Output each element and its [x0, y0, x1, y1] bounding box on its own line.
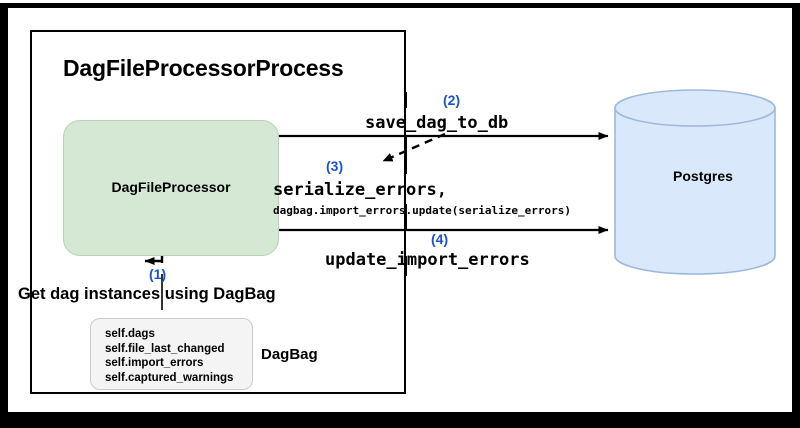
edge-1-step-number: (1)	[149, 266, 167, 282]
dag-file-processor-process-container	[30, 30, 406, 394]
node-dagbag[interactable]: self.dags self.file_last_changed self.im…	[90, 318, 253, 390]
edge-4-step-number: (4)	[431, 231, 449, 247]
edge-4-label: update_import_errors	[325, 250, 530, 270]
edge-2-step-number: (2)	[443, 92, 461, 108]
page-title: DagFileProcessorProcess	[63, 55, 344, 81]
edge-3-step-number: (3)	[326, 158, 344, 174]
edge-2-label: save_dag_to_db	[365, 113, 509, 133]
node-dag-file-processor[interactable]: DagFileProcessor	[63, 120, 279, 256]
edge-3-sublabel: dagbag.import_errors.update(serialize_er…	[273, 204, 572, 217]
diagram-canvas: DagFileProcessorProcess DagFileProcessor…	[8, 8, 792, 412]
edge-1-label: Get dag instances using DagBag	[18, 285, 276, 303]
frame-top-hairline	[0, 0, 800, 3]
node-dagbag-title: DagBag	[261, 346, 318, 363]
edge-3-label: serialize_errors,	[273, 180, 447, 200]
node-dag-file-processor-label: DagFileProcessor	[111, 179, 231, 195]
node-postgres-label: Postgres	[673, 168, 733, 184]
node-dagbag-attributes: self.dags self.file_last_changed self.im…	[105, 328, 234, 384]
